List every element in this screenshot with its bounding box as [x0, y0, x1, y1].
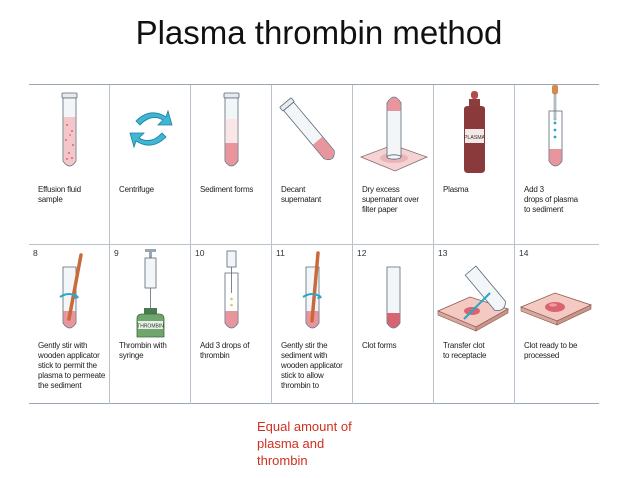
step-cell-13: 13 Transfer clot to receptacle — [434, 245, 515, 404]
slide-title: Plasma thrombin method — [0, 14, 638, 52]
step-cell-sediment: Sediment forms — [191, 85, 272, 244]
step-caption: Sediment forms — [200, 185, 270, 195]
clot-receptacle-icon — [515, 245, 596, 340]
step-caption: Plasma — [443, 185, 513, 195]
step-caption: Gently stir with wooden applicator stick… — [38, 341, 108, 391]
centrifuge-rotate-icon — [110, 85, 191, 180]
step-caption: Add 3 drops of thrombin — [200, 341, 270, 361]
step-cell-11: 11 Gently stir the sediment with wooden … — [272, 245, 353, 404]
stir-thrombin-sediment-icon — [272, 245, 353, 340]
plasma-bottle-label: PLASMA — [464, 135, 486, 141]
step-caption: Effusion fluid sample — [38, 185, 108, 205]
tilted-tube-decant-icon — [272, 85, 353, 180]
procedure-row-1: Effusion fluid sample Centrifuge Sedimen… — [29, 85, 599, 244]
step-cell-plasma: PLASMA Plasma — [434, 85, 515, 244]
procedure-figure: Effusion fluid sample Centrifuge Sedimen… — [29, 84, 599, 404]
dropper-into-tube-icon — [515, 85, 596, 180]
step-cell-add-plasma: Add 3 drops of plasma to sediment — [515, 85, 596, 244]
test-tube-sample-icon — [29, 85, 110, 180]
step-cell-dry: Dry excess supernatant over filter paper — [353, 85, 434, 244]
thrombin-syringe-bottle-icon: THROMBIN — [110, 245, 191, 340]
step-cell-8: 8 Gently stir with wooden applicator sti… — [29, 245, 110, 404]
step-caption: Thrombin with syringe — [119, 341, 189, 361]
stir-plasma-sediment-icon — [29, 245, 110, 340]
step-cell-centrifuge: Centrifuge — [110, 85, 191, 244]
thrombin-bottle-label: THROMBIN — [137, 324, 164, 330]
tube-on-filter-paper-icon — [353, 85, 434, 180]
step-caption: Dry excess supernatant over filter paper — [362, 185, 432, 215]
step-cell-9: 9 THROMBIN Thrombin with syringe — [110, 245, 191, 404]
step-caption: Centrifuge — [119, 185, 189, 195]
plasma-dropper-bottle-icon: PLASMA — [434, 85, 515, 180]
step-caption: Decant supernatant — [281, 185, 351, 205]
step-caption: Clot forms — [362, 341, 432, 351]
clot-in-tube-icon — [353, 245, 434, 340]
step-cell-10: 10 Add 3 drops of thrombin — [191, 245, 272, 404]
transfer-clot-icon — [434, 245, 515, 340]
step-cell-14: 14 Clot ready to be processed — [515, 245, 596, 404]
step-caption: Clot ready to be processed — [524, 341, 594, 361]
step-caption: Transfer clot to receptacle — [443, 341, 513, 361]
step-cell-effusion: Effusion fluid sample — [29, 85, 110, 244]
procedure-row-2: 8 Gently stir with wooden applicator sti… — [29, 244, 599, 404]
step-cell-decant: Decant supernatant — [272, 85, 353, 244]
annotation-note: Equal amount of plasma and thrombin — [257, 418, 387, 469]
step-caption: Gently stir the sediment with wooden app… — [281, 341, 351, 391]
test-tube-sediment-icon — [191, 85, 272, 180]
step-cell-12: 12 Clot forms — [353, 245, 434, 404]
syringe-into-tube-icon — [191, 245, 272, 340]
step-caption: Add 3 drops of plasma to sediment — [524, 185, 594, 215]
